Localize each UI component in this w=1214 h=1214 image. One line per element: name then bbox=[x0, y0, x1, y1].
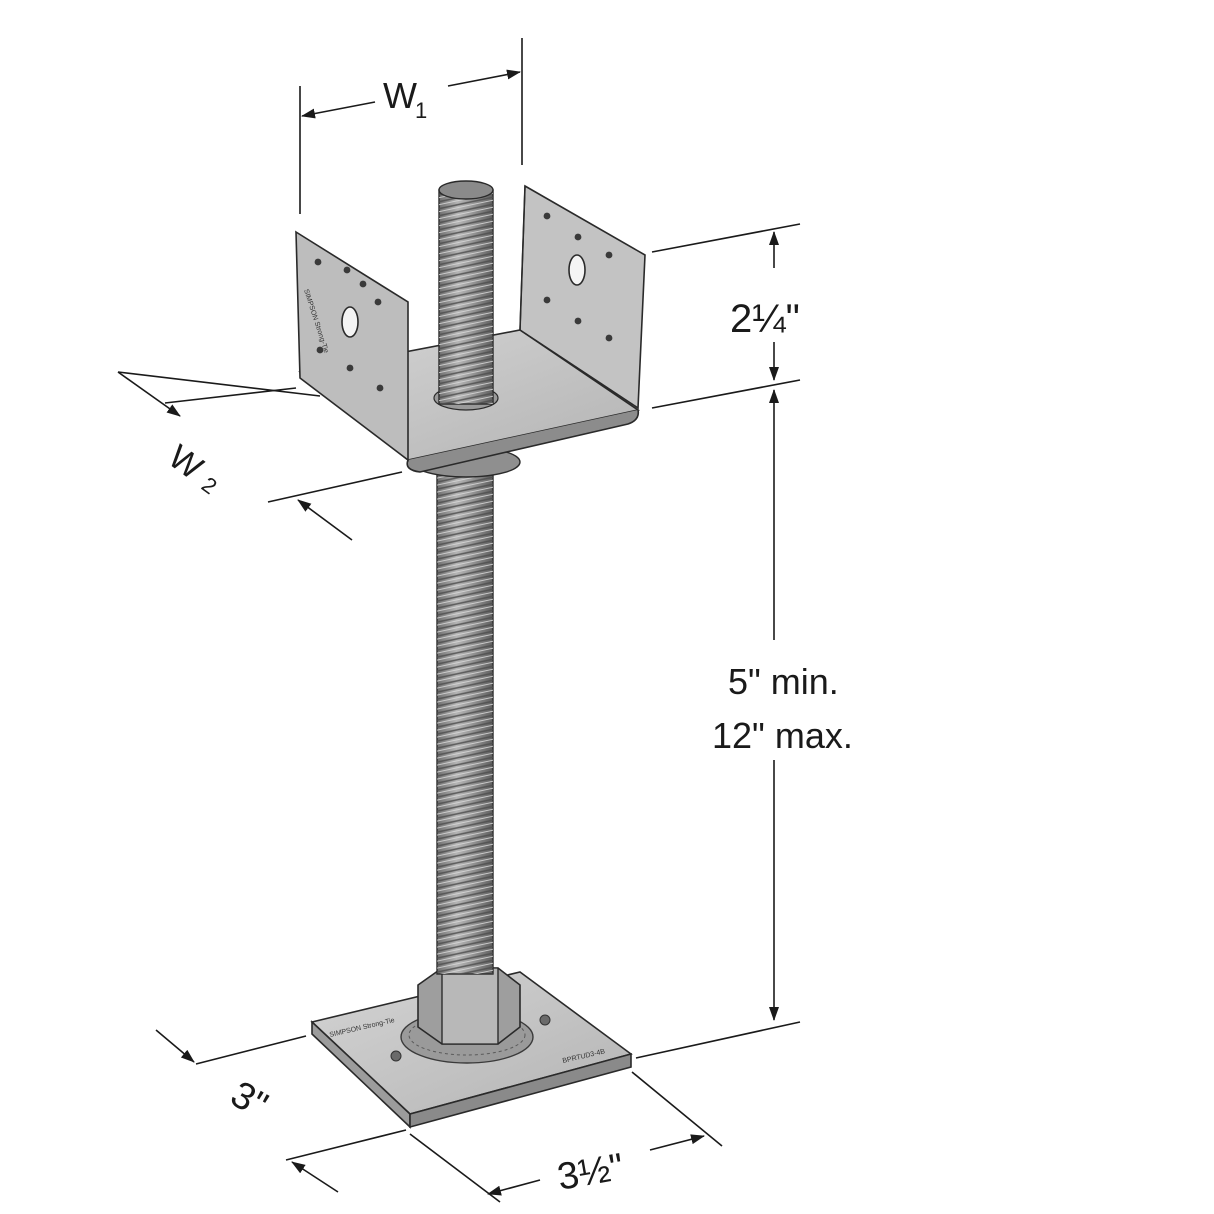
saddle-height-label: 2¼" bbox=[730, 297, 800, 341]
dimension-w1 bbox=[299, 38, 523, 214]
dimension-rod-height bbox=[635, 389, 801, 1059]
dimension-base-width bbox=[409, 1071, 723, 1203]
base-width-label: 3½" bbox=[554, 1146, 627, 1199]
u-saddle bbox=[295, 184, 646, 473]
base-hex-nut bbox=[417, 967, 521, 1045]
dimension-saddle-height bbox=[651, 223, 801, 409]
rod-height-min-label: 5" min. bbox=[728, 661, 839, 702]
w1-subscript: 1 bbox=[415, 98, 427, 123]
threaded-rod bbox=[436, 461, 494, 975]
dimension-w2 bbox=[117, 371, 403, 541]
w1-label: W bbox=[383, 75, 417, 116]
base-depth-label: 3" bbox=[224, 1073, 275, 1127]
base-hole-left bbox=[390, 1050, 402, 1062]
saddle-left-wing bbox=[295, 230, 409, 462]
base-hole-right bbox=[539, 1014, 551, 1026]
dimension-base-depth bbox=[155, 1029, 407, 1193]
w2-subscript: 2 bbox=[197, 472, 222, 499]
rod-height-max-label: 12" max. bbox=[712, 715, 853, 756]
w2-label: W bbox=[161, 438, 209, 488]
threaded-rod-top bbox=[438, 180, 494, 405]
